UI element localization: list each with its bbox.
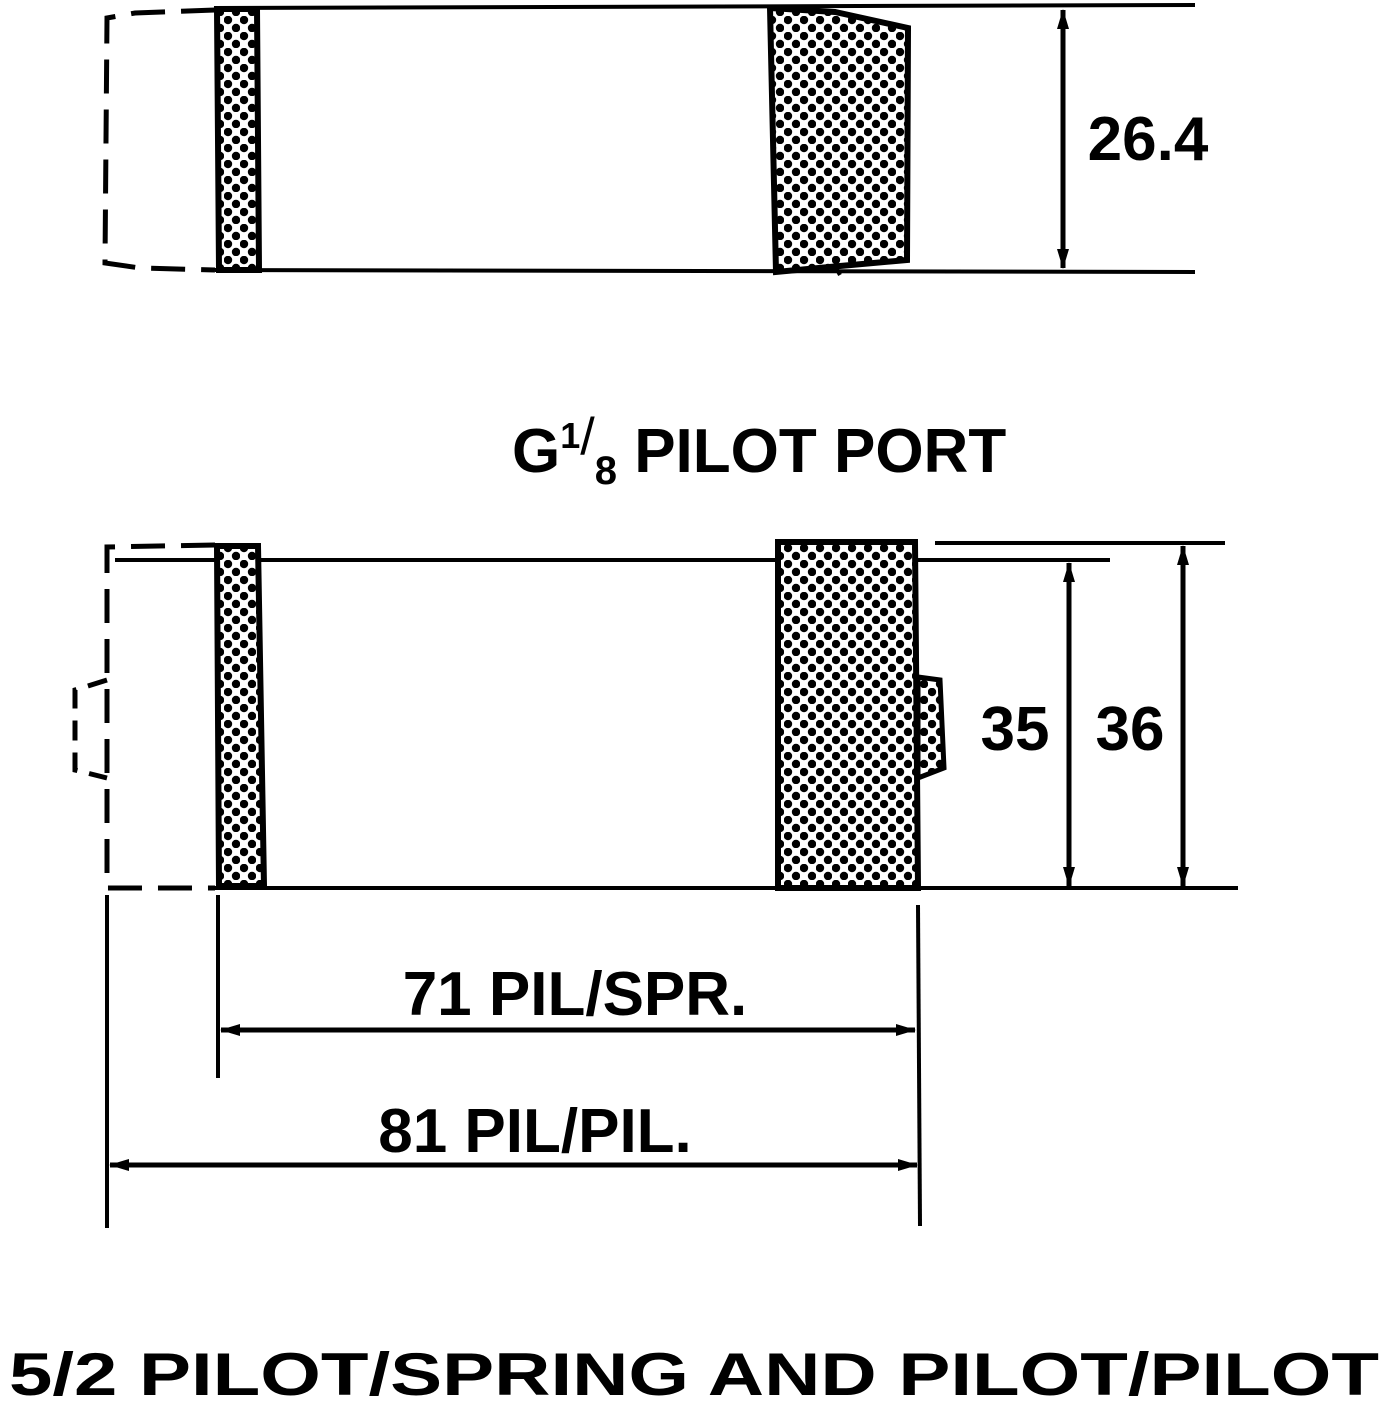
top-left-seal [213, 6, 263, 273]
bottom-pilot-head [775, 539, 922, 891]
pilot-port-label: G1/8 PILOT PORT [512, 408, 1006, 493]
length-pil-pil-label: 81 PIL/PIL. [378, 1097, 692, 1166]
ext-line-right [916, 904, 922, 1227]
length-pil-spr-label: 71 PIL/SPR. [403, 960, 748, 1029]
bottom-valve-view: 35 36 71 PIL/SPR. 81 PIL/PIL. [72, 539, 1238, 1228]
top-body-top-line [214, 3, 1196, 10]
bottom-dashed-end-cap [104, 542, 216, 891]
top-body-bottom-line [214, 268, 1196, 274]
bottom-outer-height-label: 36 [1096, 695, 1165, 764]
bottom-pilot-port-bump [915, 674, 947, 782]
top-dashed-end-cap [102, 7, 216, 273]
top-valve-view: 26.4 [102, 3, 1209, 276]
top-pilot-head-step [833, 265, 842, 276]
bottom-left-seal [213, 543, 268, 889]
top-height-dimension-label: 26.4 [1088, 105, 1209, 174]
bottom-dashed-port-bump [72, 677, 108, 781]
bottom-inner-height-label: 35 [981, 695, 1050, 764]
drawing-caption: 5/2 PILOT/SPRING AND PILOT/PILOT [9, 1341, 1379, 1403]
top-pilot-head [766, 4, 912, 276]
